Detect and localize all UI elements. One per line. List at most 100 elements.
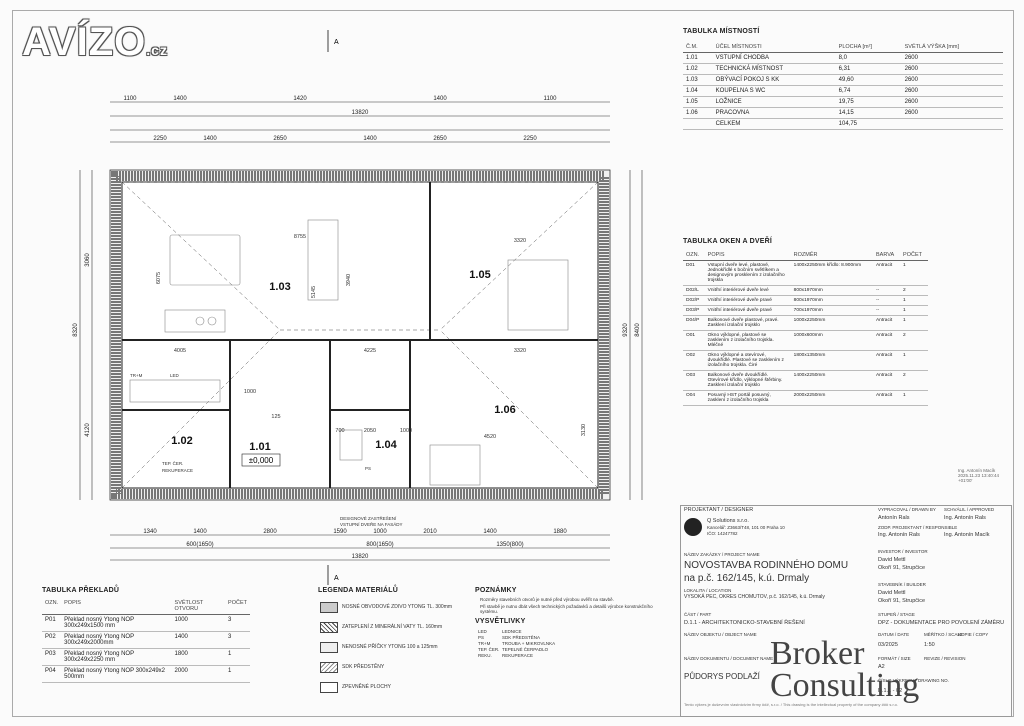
drawing-no-label: ČÍSLO VÝKRESU / DRAWING NO. [878,678,949,683]
dim-bottom2-2: 1350(800) [496,542,523,548]
note-1: Při stavbě je nutno dbát všech technický… [480,604,653,614]
dim-top-1: 2250 [153,136,167,142]
doors-h-2: ROZMĚR [790,250,873,261]
label-ps: PS [365,466,371,471]
inner-dim-12: 125 [271,414,280,420]
room-label-106: 1.06 [494,404,515,416]
inner-dim-14: 700 [335,428,344,434]
cell: D02/L [683,285,705,296]
room-label-103: 1.03 [269,281,290,293]
swatch-insulation [320,622,338,633]
approved-by: Ing. Antonín Rals [944,515,986,521]
cell: 2600 [901,52,1003,64]
date-label: DATUM / DATE [878,632,910,637]
expl-val-1: SDK PŘEDSTĚNA [502,635,541,640]
cell: 1 [900,305,928,316]
lintel-table-title: TABULKA PŘEKLADŮ [42,587,120,594]
cell: 8,0 [835,52,902,64]
expl-val-0: LEDNICE [502,629,522,634]
cell: -- [872,295,901,306]
left-dim-3: 8320 [73,323,79,337]
label-recuperation: REKUPERACE [162,468,193,473]
cell: P03 [42,648,62,666]
cell: Vnitřní interiérové dveře pravé [704,305,791,316]
lintel-h-0: OZN. [42,598,62,615]
dim-top-6: 2250 [523,136,537,142]
cell: Balkonové dveře plastové, pravé. Zasklen… [704,315,791,331]
project-name: NOVOSTAVBA RODINNÉHO DOMU [684,560,849,571]
legend-item-1: ZATEPLENÍ Z MINERÁLNÍ VATY TL. 160mm [342,624,443,630]
scale: 1:50 [924,642,935,648]
note-0: Rozměry stavebních otvorů je nutné před … [480,597,614,602]
watermark-suffix: .cz [146,42,168,58]
materials-legend-title: LEGENDA MATERIÁLŮ [318,587,399,594]
dim-top2-5: 1420 [293,96,307,102]
cell: 1400 [171,631,226,649]
rooms-table: Č.M. ÚČEL MÍSTNOSTI PLOCHA [m²] SVĚTLÁ V… [683,42,1003,130]
room-label-105: 1.05 [469,269,490,281]
inner-dim-9: 3130 [581,424,587,436]
dim-top2-9: 1100 [544,96,558,102]
lintel-h-3: POČET [225,598,250,615]
room-label-104: 1.04 [375,439,397,451]
cell: 3 [225,614,250,632]
cell: Okno výklopné, plastové se zasklením z i… [704,330,791,351]
builder-label: STAVEBNÍK / BUILDER [878,582,926,587]
overall-bottom: 13820 [352,554,369,560]
dim-bottom-5: 1000 [373,529,387,535]
builder-address: Okoří 91, Strupčice [878,598,926,604]
cell: VSTUPNÍ CHODBA [712,52,836,64]
company-address: Kancelář: Z3663/T48, 101 00 Praha 10 [707,525,785,530]
responsible-by: Ing. Antonín Macík [944,532,990,538]
cell: O01 [683,330,705,351]
lintel-h-2: SVĚTLOST OTVORU [171,598,226,615]
legend-item-0: NOSNÉ OBVODOVÉ ZDIVO YTONG TL. 300mm [342,604,453,610]
cell: 6,31 [835,63,902,75]
cell: 1000 [171,614,226,632]
drawn-by: Antonín Rals [878,515,910,521]
cell: KOUPELNA S WC [712,85,836,97]
cell: 1000x2250mm [790,315,873,331]
cell: O02 [683,350,705,371]
doors-h-1: POPIS [704,250,791,261]
cell: O04 [683,390,705,406]
total-label: CELKEM [712,118,836,130]
object-label: NÁZEV OBJEKTU / OBJECT NAME [684,632,757,637]
room-label-102: 1.02 [171,435,192,447]
date: 03/2025 [878,642,898,648]
cell: 1 [900,350,928,371]
scale-label: MĚŘÍTKO / SCALE [924,632,964,637]
company-id: IČO: 14247782 [707,531,738,536]
cell [683,118,713,130]
format: A2 [878,664,885,670]
cell: 1.01 [683,52,713,64]
explanations-title: VYSVĚTLIVKY [475,618,526,625]
cell: 1 [900,295,928,306]
cell: 2 [900,285,928,296]
project-parcel: na p.č. 162/145, k.ú. Drmaly [684,573,810,584]
section-mark-bottom: A [334,575,339,582]
cell: 1.02 [683,63,713,75]
revision-label: REVIZE / REVISION [924,656,966,661]
checked-by: Ing. Antonín Rals [878,532,920,538]
dim-bottom-7: 1400 [483,529,497,535]
total-value: 104,75 [835,118,902,130]
lintel-h-1: POPIS [61,598,172,615]
interior-space [121,181,599,489]
watermark-brand: AVÍZO [22,20,147,64]
cell: D04/P [683,315,705,331]
cell: 14,15 [835,107,902,119]
cell: Antracit [872,350,901,371]
